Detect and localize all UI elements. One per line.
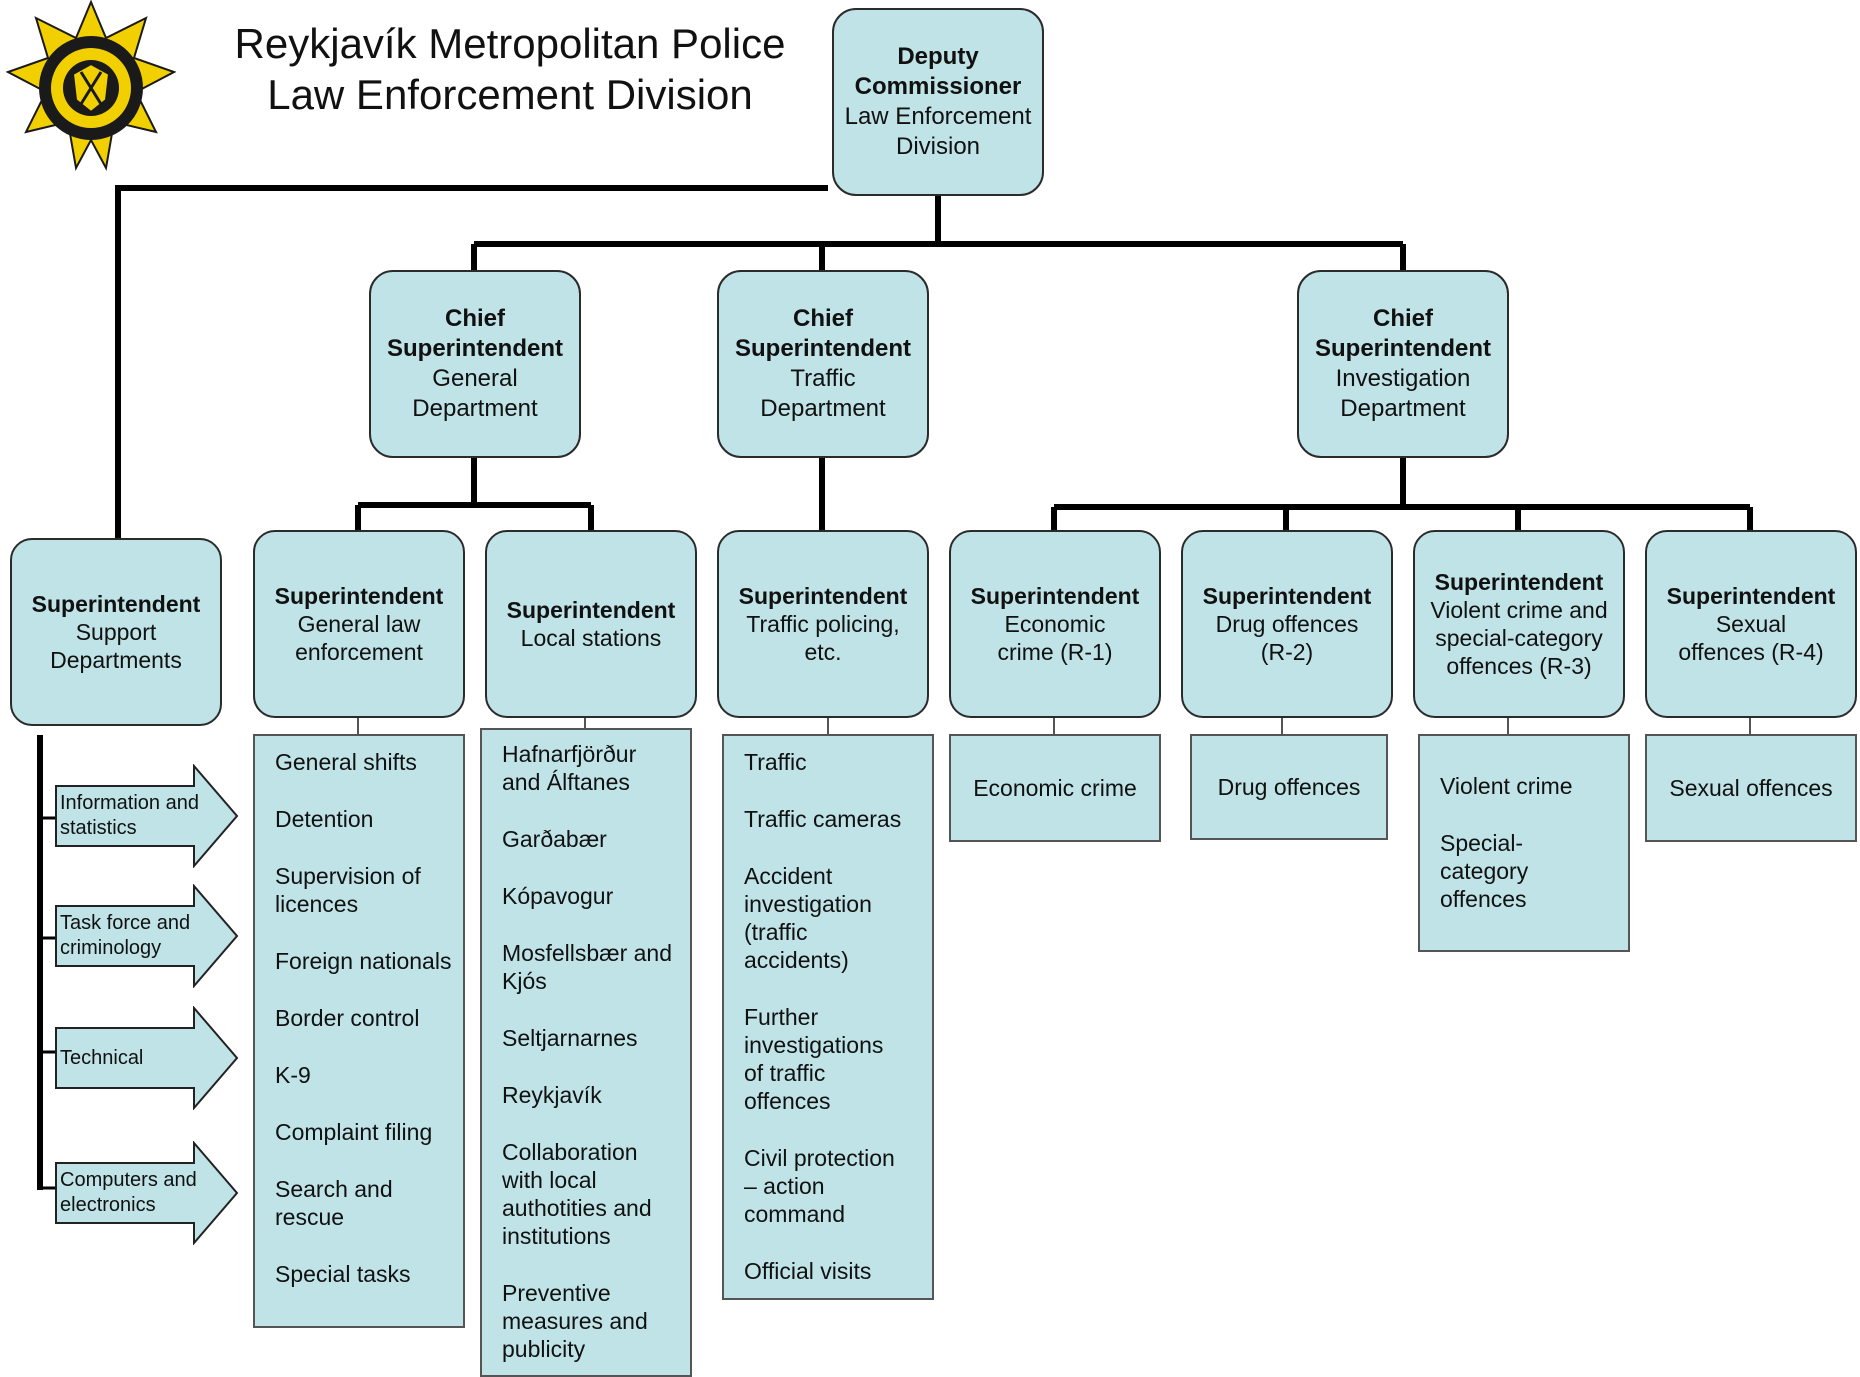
sexual-offences-task-list: Sexual offences [1645,734,1857,842]
violent-crime-task-list: Violent crime Special-category offences [1418,734,1630,952]
arrow-label: Task force and criminology [60,912,191,959]
arrow-computers-electronics: Computers and electronics [54,1141,239,1245]
arrow-label: Computers and electronics [60,1169,197,1216]
box-unit: Support Departments [50,619,182,673]
box-rank: Superintendent [1434,569,1604,595]
list-item: Preventive measures and publicity [502,1280,648,1362]
chief-investigation-box: Chief Superintendent Investigation Depar… [1297,270,1509,458]
list-item: Detention [275,806,374,832]
box-rank: Superintendent [1666,583,1836,609]
arrow-label: Information and statistics [60,792,199,839]
list-item: General shifts [275,749,417,775]
support-departments-box: Superintendent Support Departments [10,538,222,726]
list-item: Complaint filing [275,1119,433,1145]
arrow-task-force: Task force and criminology [54,884,239,988]
general-law-task-list: General shifts Detention Supervision of … [253,734,465,1328]
list-item: K-9 [275,1062,311,1088]
chief-traffic-box: Chief Superintendent Traffic Department [717,270,929,458]
box-unit: Traffic policing, etc. [746,611,900,665]
arrow-technical: Technical [54,1006,239,1110]
chief-general-box: Chief Superintendent General Department [369,270,581,458]
list-item: Traffic [744,749,807,775]
arrow-information-statistics: Information and statistics [54,764,239,868]
list-item: Search and rescue [275,1176,393,1230]
list-item: Foreign nationals [275,948,452,974]
list-item: Mosfellsbær and Kjós [502,940,673,994]
list-item: Sexual offences [1669,775,1833,801]
box-rank: Chief Superintendent [734,305,911,362]
superintendent-violent-crime-box: Superintendent Violent crime and special… [1413,530,1625,718]
box-unit: Sexual offences (R-4) [1678,611,1824,665]
box-unit: Law Enforcement Division [844,103,1032,160]
title-line-2: Law Enforcement Division [267,71,753,118]
drug-offences-task-list: Drug offences [1190,734,1388,840]
list-item: Reykjavík [502,1082,602,1108]
superintendent-traffic-policing-box: Superintendent Traffic policing, etc. [717,530,929,718]
local-stations-task-list: Hafnarfjörður and Álftanes Garðabær Kópa… [480,728,692,1377]
box-rank: Superintendent [738,583,908,609]
superintendent-local-stations-box: Superintendent Local stations [485,530,697,718]
box-rank: Superintendent [31,591,201,617]
list-item: Further investigations of traffic offenc… [744,1004,884,1114]
police-badge-logo [6,0,176,172]
list-item: Garðabær [502,826,607,852]
list-item: Civil protection – action command [744,1145,895,1227]
box-unit: Drug offences (R-2) [1215,611,1359,665]
box-rank: Chief Superintendent [386,305,563,362]
list-item: Special-category offences [1440,830,1529,912]
superintendent-drug-offences-box: Superintendent Drug offences (R-2) [1181,530,1393,718]
superintendent-sexual-offences-box: Superintendent Sexual offences (R-4) [1645,530,1857,718]
box-unit: Violent crime and special-category offen… [1430,597,1608,679]
list-item: Drug offences [1217,774,1361,800]
list-item: Economic crime [973,775,1137,801]
list-item: Collaboration with local authotities and… [502,1139,652,1249]
arrow-label: Technical [60,1046,144,1069]
list-item: Violent crime [1440,773,1573,799]
superintendent-economic-crime-box: Superintendent Economic crime (R-1) [949,530,1161,718]
list-item: Official visits [744,1258,872,1284]
title-line-1: Reykjavík Metropolitan Police [234,20,786,67]
list-item: Kópavogur [502,883,614,909]
box-unit: Traffic Department [760,365,886,422]
box-unit: General law enforcement [295,611,423,665]
box-unit: General Department [412,365,538,422]
economic-crime-task-list: Economic crime [949,734,1161,842]
list-item: Supervision of licences [275,863,421,917]
list-item: Seltjarnarnes [502,1025,638,1051]
list-item: Accident investigation (traffic accident… [744,863,872,973]
box-rank: Deputy Commissioner [854,43,1022,100]
box-rank: Superintendent [274,583,444,609]
box-rank: Superintendent [970,583,1140,609]
box-rank: Superintendent [506,597,676,623]
deputy-commissioner-box: Deputy Commissioner Law Enforcement Divi… [832,8,1044,196]
box-unit: Investigation Department [1335,365,1471,422]
traffic-policing-task-list: Traffic Traffic cameras Accident investi… [722,734,934,1300]
list-item: Traffic cameras [744,806,902,832]
list-item: Border control [275,1005,420,1031]
list-item: Special tasks [275,1261,411,1287]
box-rank: Chief Superintendent [1314,305,1491,362]
box-unit: Economic crime (R-1) [997,611,1113,665]
page-title: Reykjavík Metropolitan Police Law Enforc… [210,18,810,120]
box-rank: Superintendent [1202,583,1372,609]
box-unit: Local stations [520,625,662,651]
superintendent-general-law-box: Superintendent General law enforcement [253,530,465,718]
list-item: Hafnarfjörður and Álftanes [502,741,637,795]
